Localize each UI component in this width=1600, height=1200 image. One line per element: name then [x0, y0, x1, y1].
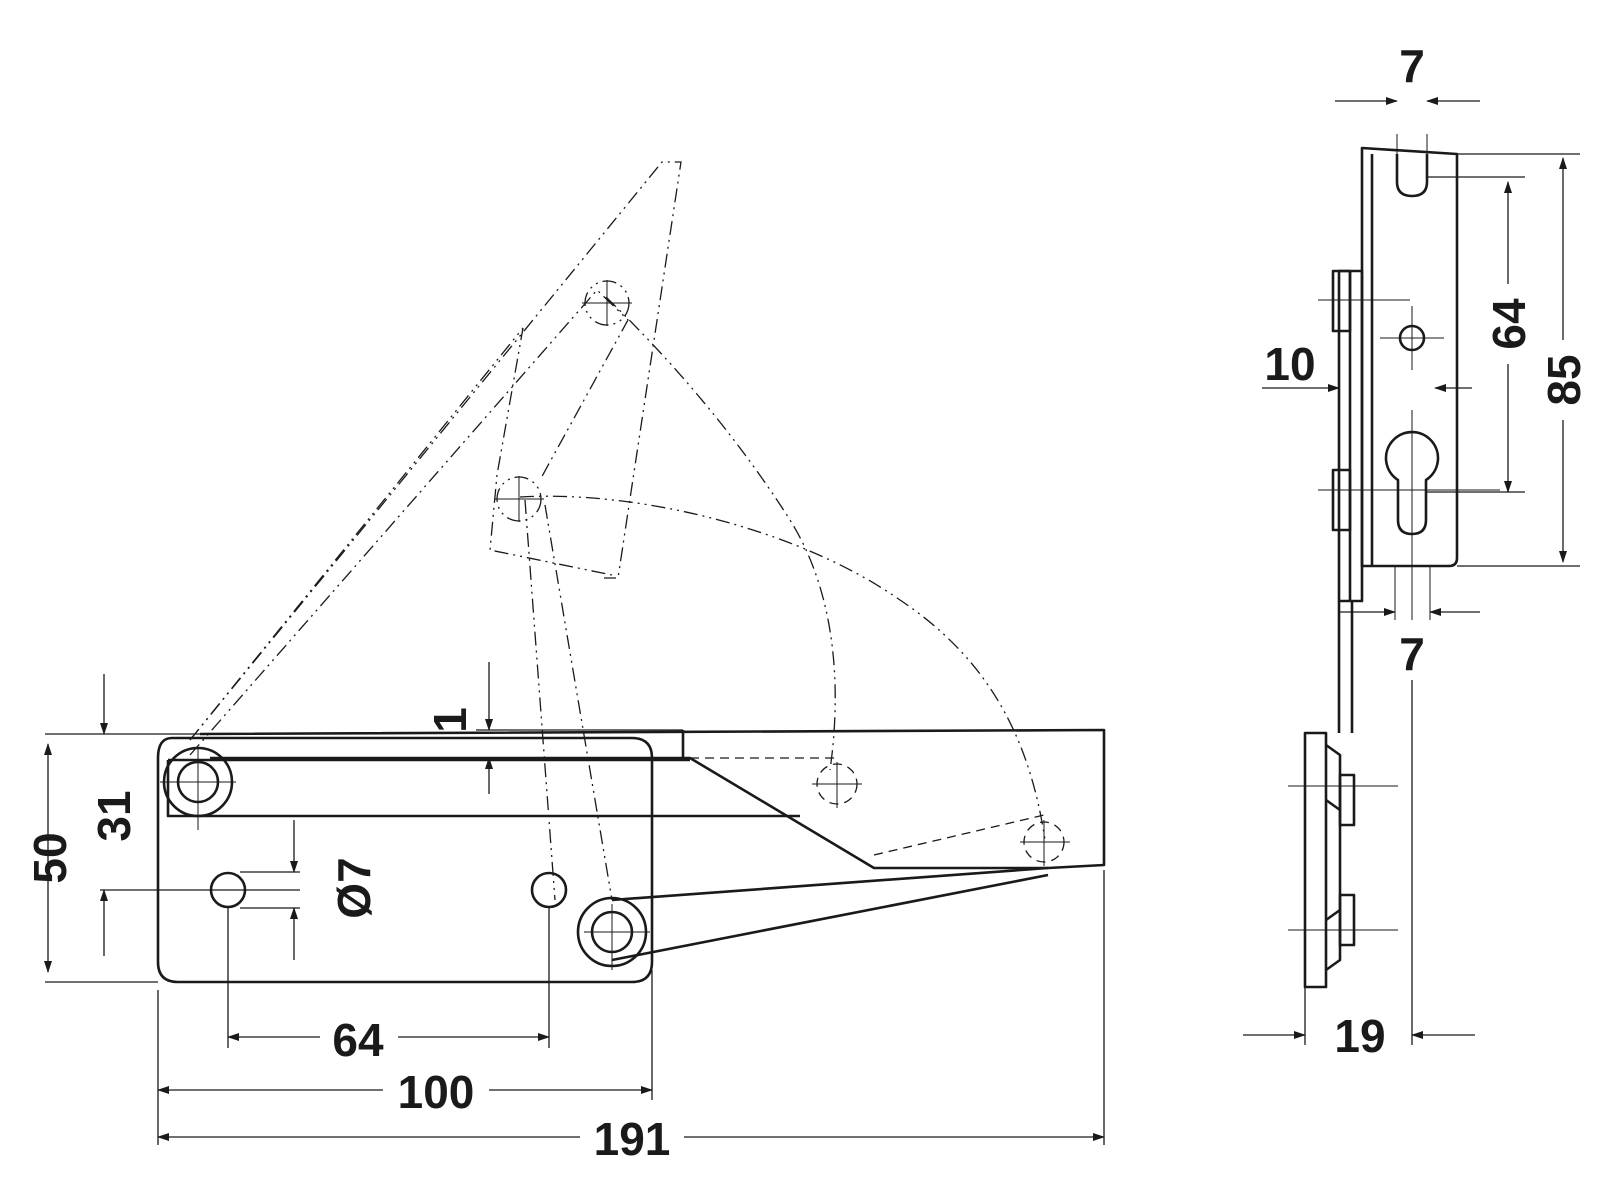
open-position-phantom [189, 161, 1046, 901]
dim-50: 50 [24, 832, 76, 883]
front-view: 191 100 64 50 31 Ø7 1 [24, 161, 1106, 1165]
base-plate [156, 736, 654, 984]
mounting-hole [530, 871, 568, 909]
dim-hole-diameter: Ø7 [328, 857, 380, 918]
dim-1: 1 [424, 707, 476, 733]
dim-100: 100 [398, 1066, 475, 1118]
dim-side-7-top: 7 [1399, 40, 1425, 92]
dim-side-19: 19 [1334, 1010, 1385, 1062]
lever [611, 866, 1049, 962]
dim-191: 191 [594, 1113, 671, 1165]
dim-side-85: 85 [1538, 354, 1590, 405]
side-view: 7 64 85 10 7 19 [1243, 40, 1590, 1062]
side-lower-plate [1303, 731, 1328, 989]
dim-side-64: 64 [1483, 298, 1535, 350]
dim-side-10: 10 [1264, 338, 1315, 390]
dim-31: 31 [88, 790, 140, 841]
dim-64: 64 [332, 1014, 384, 1066]
dim-side-7-bottom: 7 [1399, 628, 1425, 680]
keyhole-slot [1384, 430, 1440, 536]
side-bracket [1360, 146, 1459, 568]
